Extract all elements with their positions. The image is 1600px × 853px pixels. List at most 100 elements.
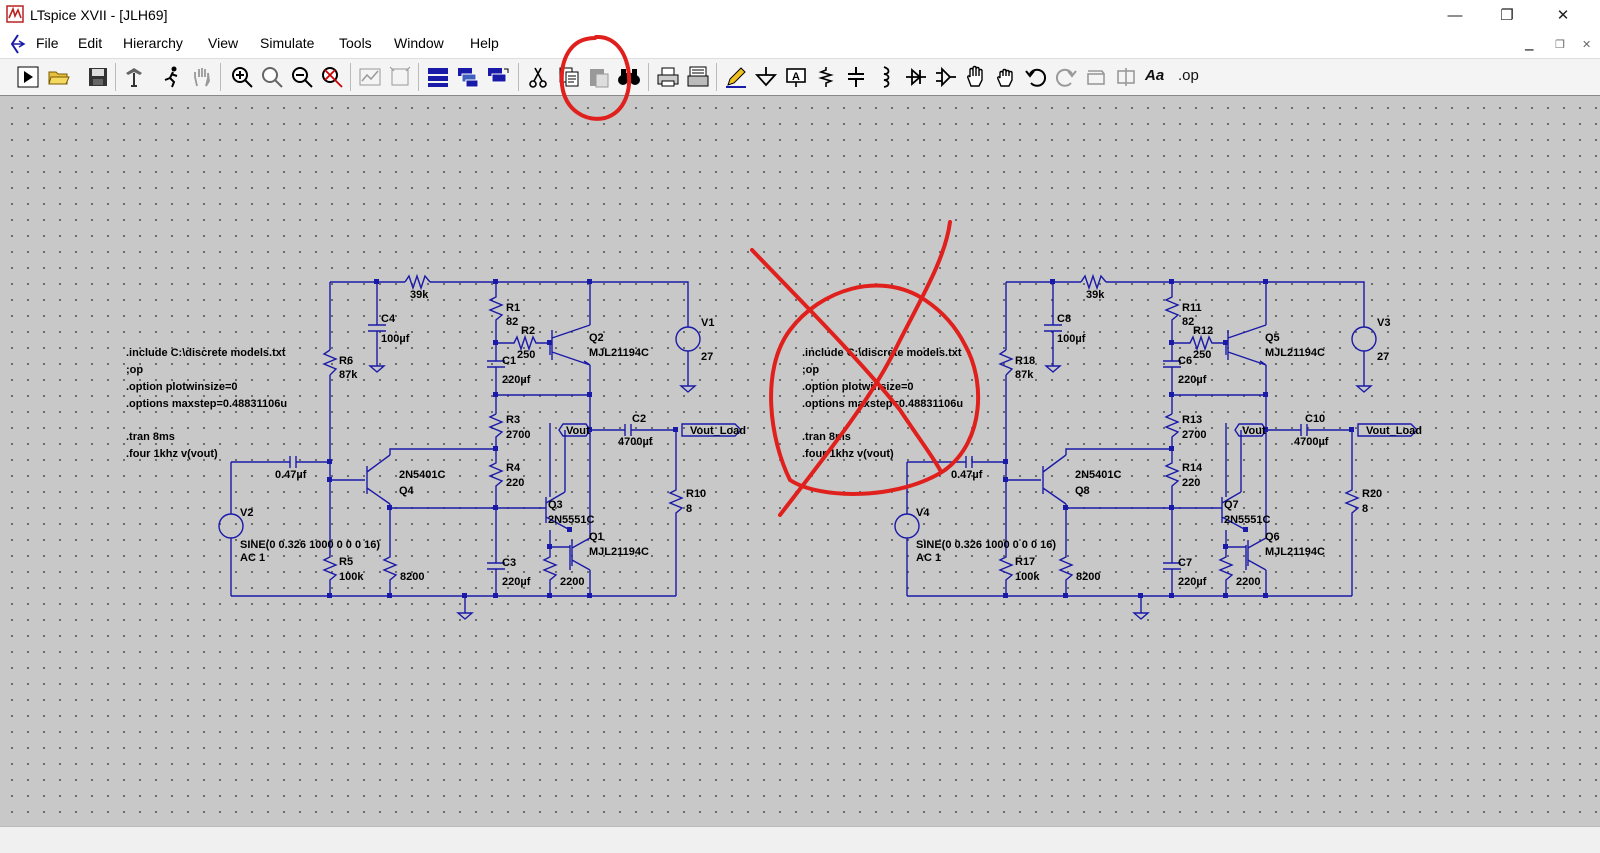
component-icon[interactable] xyxy=(934,65,958,89)
minimize-button[interactable]: — xyxy=(1447,6,1463,24)
circuit-1-junctions xyxy=(327,279,678,598)
schematic-canvas[interactable] xyxy=(0,95,1600,827)
v1-value: 27 xyxy=(701,351,713,363)
run-simulation-icon[interactable] xyxy=(160,65,184,89)
menu-file[interactable]: File xyxy=(36,35,59,51)
r20-value: 8 xyxy=(1362,503,1368,515)
directive-maxstep-2: .options maxstep=0.48831106u xyxy=(802,398,963,410)
menu-edit[interactable]: Edit xyxy=(78,35,103,51)
menu-view[interactable]: View xyxy=(208,35,239,51)
directive-plotwinsize-2: .option plotwinsize=0 xyxy=(802,381,914,393)
cascade-icon[interactable] xyxy=(486,65,510,89)
c1-name: C1 xyxy=(502,355,516,367)
tile-vertical-icon[interactable] xyxy=(456,65,480,89)
cut-icon[interactable] xyxy=(526,65,550,89)
open-folder-icon[interactable] xyxy=(47,65,71,89)
tile-horizontal-icon[interactable] xyxy=(426,65,450,89)
mdi-close-button[interactable]: ✕ xyxy=(1582,39,1592,51)
mdi-minimize-button[interactable]: ▁ xyxy=(1525,39,1534,51)
print-preview-icon[interactable] xyxy=(686,65,710,89)
c2-name: C2 xyxy=(632,413,646,425)
maximize-button[interactable]: ❐ xyxy=(1500,7,1514,24)
paste-icon[interactable] xyxy=(587,65,611,89)
q4-model: 2N5401C xyxy=(399,469,446,481)
svg-text:A: A xyxy=(792,71,800,83)
undo-icon[interactable] xyxy=(1024,65,1048,89)
v4-sine: SINE(0 0.326 1000 0 0 0 16) xyxy=(916,539,1056,551)
c8-value: 100µf xyxy=(1057,333,1086,345)
menu-simulate[interactable]: Simulate xyxy=(260,35,315,51)
r10-value: 8 xyxy=(686,503,692,515)
draw-wire-pencil-icon[interactable] xyxy=(724,65,748,89)
close-button[interactable]: ✕ xyxy=(1556,7,1570,24)
cross-out-stroke-1 xyxy=(750,248,942,472)
circuit-2-junctions xyxy=(1003,279,1354,598)
q7-name: Q7 xyxy=(1224,499,1239,511)
autorange-icon[interactable] xyxy=(358,65,382,89)
menu-help[interactable]: Help xyxy=(470,35,499,51)
print-icon[interactable] xyxy=(656,65,680,89)
circuit-2 xyxy=(894,273,1418,620)
resistor-icon[interactable] xyxy=(814,65,838,89)
menu-window[interactable]: Window xyxy=(394,35,444,51)
zoom-pan-icon[interactable] xyxy=(260,65,284,89)
q3-name: Q3 xyxy=(548,499,563,511)
zoom-out-icon[interactable] xyxy=(290,65,314,89)
v2-sine: SINE(0 0.326 1000 0 0 0 16) xyxy=(240,539,380,551)
r17-name: R17 xyxy=(1015,556,1035,568)
vout-load-label-2: Vout_Load xyxy=(1366,425,1422,437)
inductor-icon[interactable] xyxy=(874,65,898,89)
r5-name: R5 xyxy=(339,556,353,568)
label-net-icon[interactable]: A xyxy=(784,65,808,89)
directive-plotwinsize: .option plotwinsize=0 xyxy=(126,381,238,393)
fit-plot-icon[interactable] xyxy=(388,65,412,89)
v4-name: V4 xyxy=(916,507,930,519)
drag-hand-icon[interactable] xyxy=(994,65,1018,89)
r6-value: 87k xyxy=(339,369,358,381)
directive-include-2: .include C:\discrete models.txt xyxy=(802,347,962,359)
save-icon[interactable] xyxy=(86,65,110,89)
rotate-icon[interactable] xyxy=(1084,65,1108,89)
menu-tools[interactable]: Tools xyxy=(339,35,372,51)
diode-icon[interactable] xyxy=(904,65,928,89)
circle-around-copy-paste xyxy=(559,34,632,121)
v1-name: V1 xyxy=(701,317,714,329)
menu-hierarchy[interactable]: Hierarchy xyxy=(123,35,183,51)
r6-name: R6 xyxy=(339,355,353,367)
mirror-icon[interactable] xyxy=(1114,65,1138,89)
r5-value: 100k xyxy=(339,571,364,583)
status-bar xyxy=(0,826,1600,853)
zoom-in-icon[interactable] xyxy=(230,65,254,89)
circuit-1-labels: .include C:\discrete models.txt ;op .opt… xyxy=(126,289,746,588)
spice-directive-op-button[interactable]: .op xyxy=(1178,67,1199,84)
v3-value: 27 xyxy=(1377,351,1389,363)
resistor-39k-value-2: 39k xyxy=(1086,289,1105,301)
vout-load-label-1: Vout_Load xyxy=(690,425,746,437)
redo-icon[interactable] xyxy=(1054,65,1078,89)
r10-name: R10 xyxy=(686,488,706,500)
q2-model: MJL21194C xyxy=(589,347,649,359)
r17-value: 100k xyxy=(1015,571,1040,583)
run-icon[interactable] xyxy=(16,65,40,89)
mdi-restore-button[interactable]: ❐ xyxy=(1555,39,1565,51)
c3-value: 220µf xyxy=(502,576,531,588)
circuit-2-labels: .include C:\discrete models.txt ;op .opt… xyxy=(802,289,1422,588)
text-font-icon[interactable]: Aa xyxy=(1145,67,1165,84)
circuit-1 xyxy=(218,273,742,620)
directive-op: ;op xyxy=(126,364,143,376)
q1-model: MJL21194C xyxy=(589,546,649,558)
cross-out-stroke-2 xyxy=(778,220,952,517)
zoom-fit-icon[interactable] xyxy=(320,65,344,89)
r13-value: 2700 xyxy=(1182,429,1206,441)
c1-value: 220µf xyxy=(502,374,531,386)
r14-value: 220 xyxy=(1182,477,1200,489)
r4-value: 220 xyxy=(506,477,524,489)
control-panel-icon[interactable] xyxy=(122,65,146,89)
v2-ac: AC 1 xyxy=(240,552,265,564)
halt-hand-icon[interactable] xyxy=(190,65,214,89)
r8200-value-2: 8200 xyxy=(1076,571,1100,583)
capacitor-icon[interactable] xyxy=(844,65,868,89)
r3-value: 2700 xyxy=(506,429,530,441)
ground-icon[interactable] xyxy=(754,65,778,89)
move-hand-icon[interactable] xyxy=(964,65,988,89)
